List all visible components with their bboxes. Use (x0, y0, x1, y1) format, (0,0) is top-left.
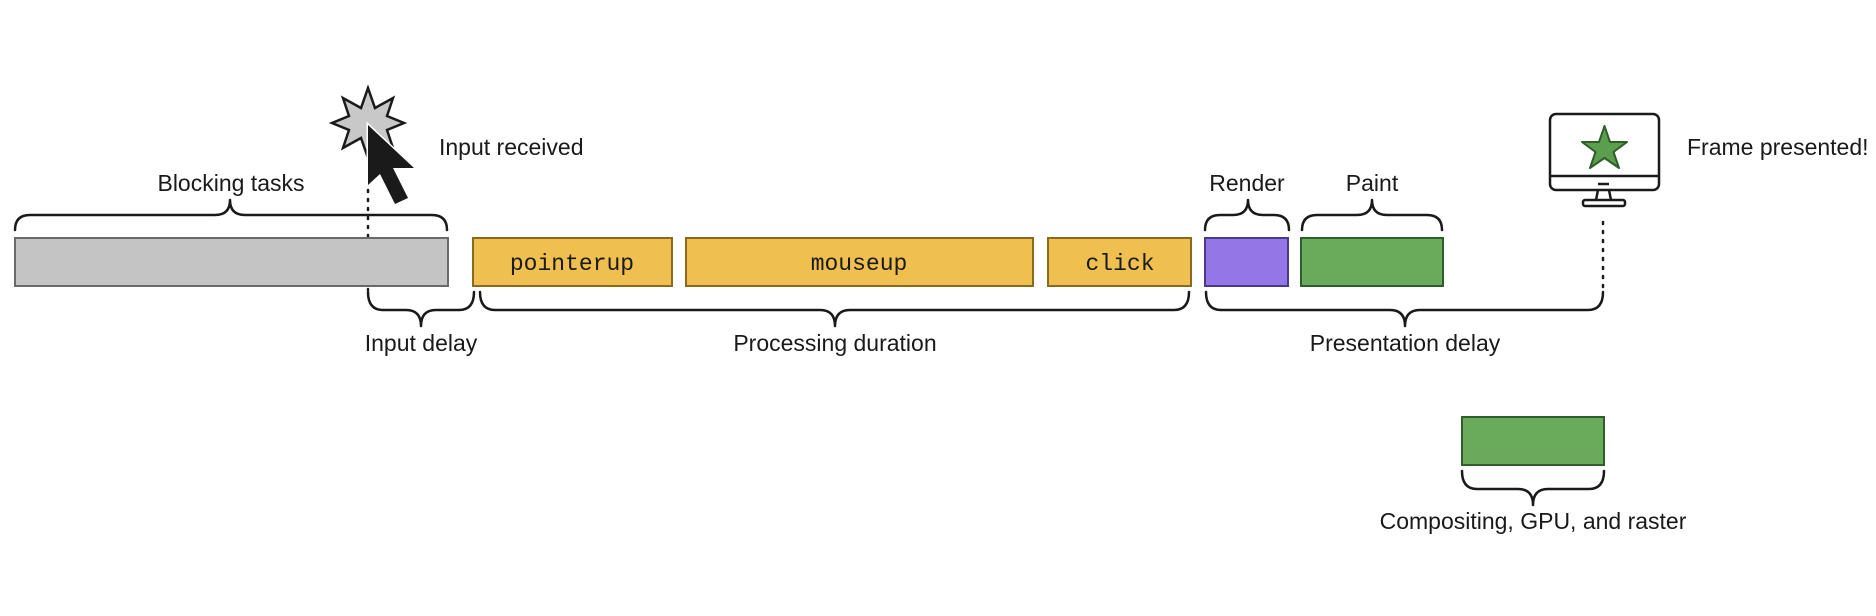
monitor-neck (1594, 189, 1613, 201)
pointerup-bar (472, 237, 673, 287)
compositing-bar (1461, 416, 1605, 466)
blocking-tasks-bar (14, 237, 449, 287)
presentation-delay-label: Presentation delay (1310, 330, 1501, 356)
input-received-label: Input received (439, 134, 583, 160)
render-bar (1204, 237, 1289, 287)
blocking-tasks-label: Blocking tasks (157, 170, 304, 196)
click-label: click (1085, 251, 1154, 277)
frame-presented-label: Frame presented! (1687, 134, 1869, 160)
cursor-burst-icon (328, 84, 418, 206)
click-bar (1047, 237, 1192, 287)
paint-brace (1300, 198, 1444, 232)
processing-duration-label: Processing duration (733, 330, 936, 356)
paint-bar (1300, 237, 1444, 287)
cursor-arrow (366, 121, 418, 206)
input-delay-brace (366, 290, 476, 328)
monitor-base (1581, 198, 1627, 208)
render-label: Render (1209, 170, 1285, 196)
presentation-delay-brace (1204, 290, 1605, 328)
compositing-label: Compositing, GPU, and raster (1380, 508, 1687, 534)
mouseup-bar (685, 237, 1034, 287)
blocking-tasks-brace (13, 198, 449, 232)
paint-label: Paint (1346, 170, 1399, 196)
mouseup-label: mouseup (811, 251, 908, 277)
input-delay-label: Input delay (365, 330, 478, 356)
compositing-brace (1460, 469, 1606, 507)
monitor-star-icon (1548, 112, 1661, 208)
processing-duration-brace (478, 290, 1191, 328)
monitor-star (1581, 125, 1628, 169)
pointerup-label: pointerup (510, 251, 634, 277)
render-brace (1203, 198, 1291, 232)
